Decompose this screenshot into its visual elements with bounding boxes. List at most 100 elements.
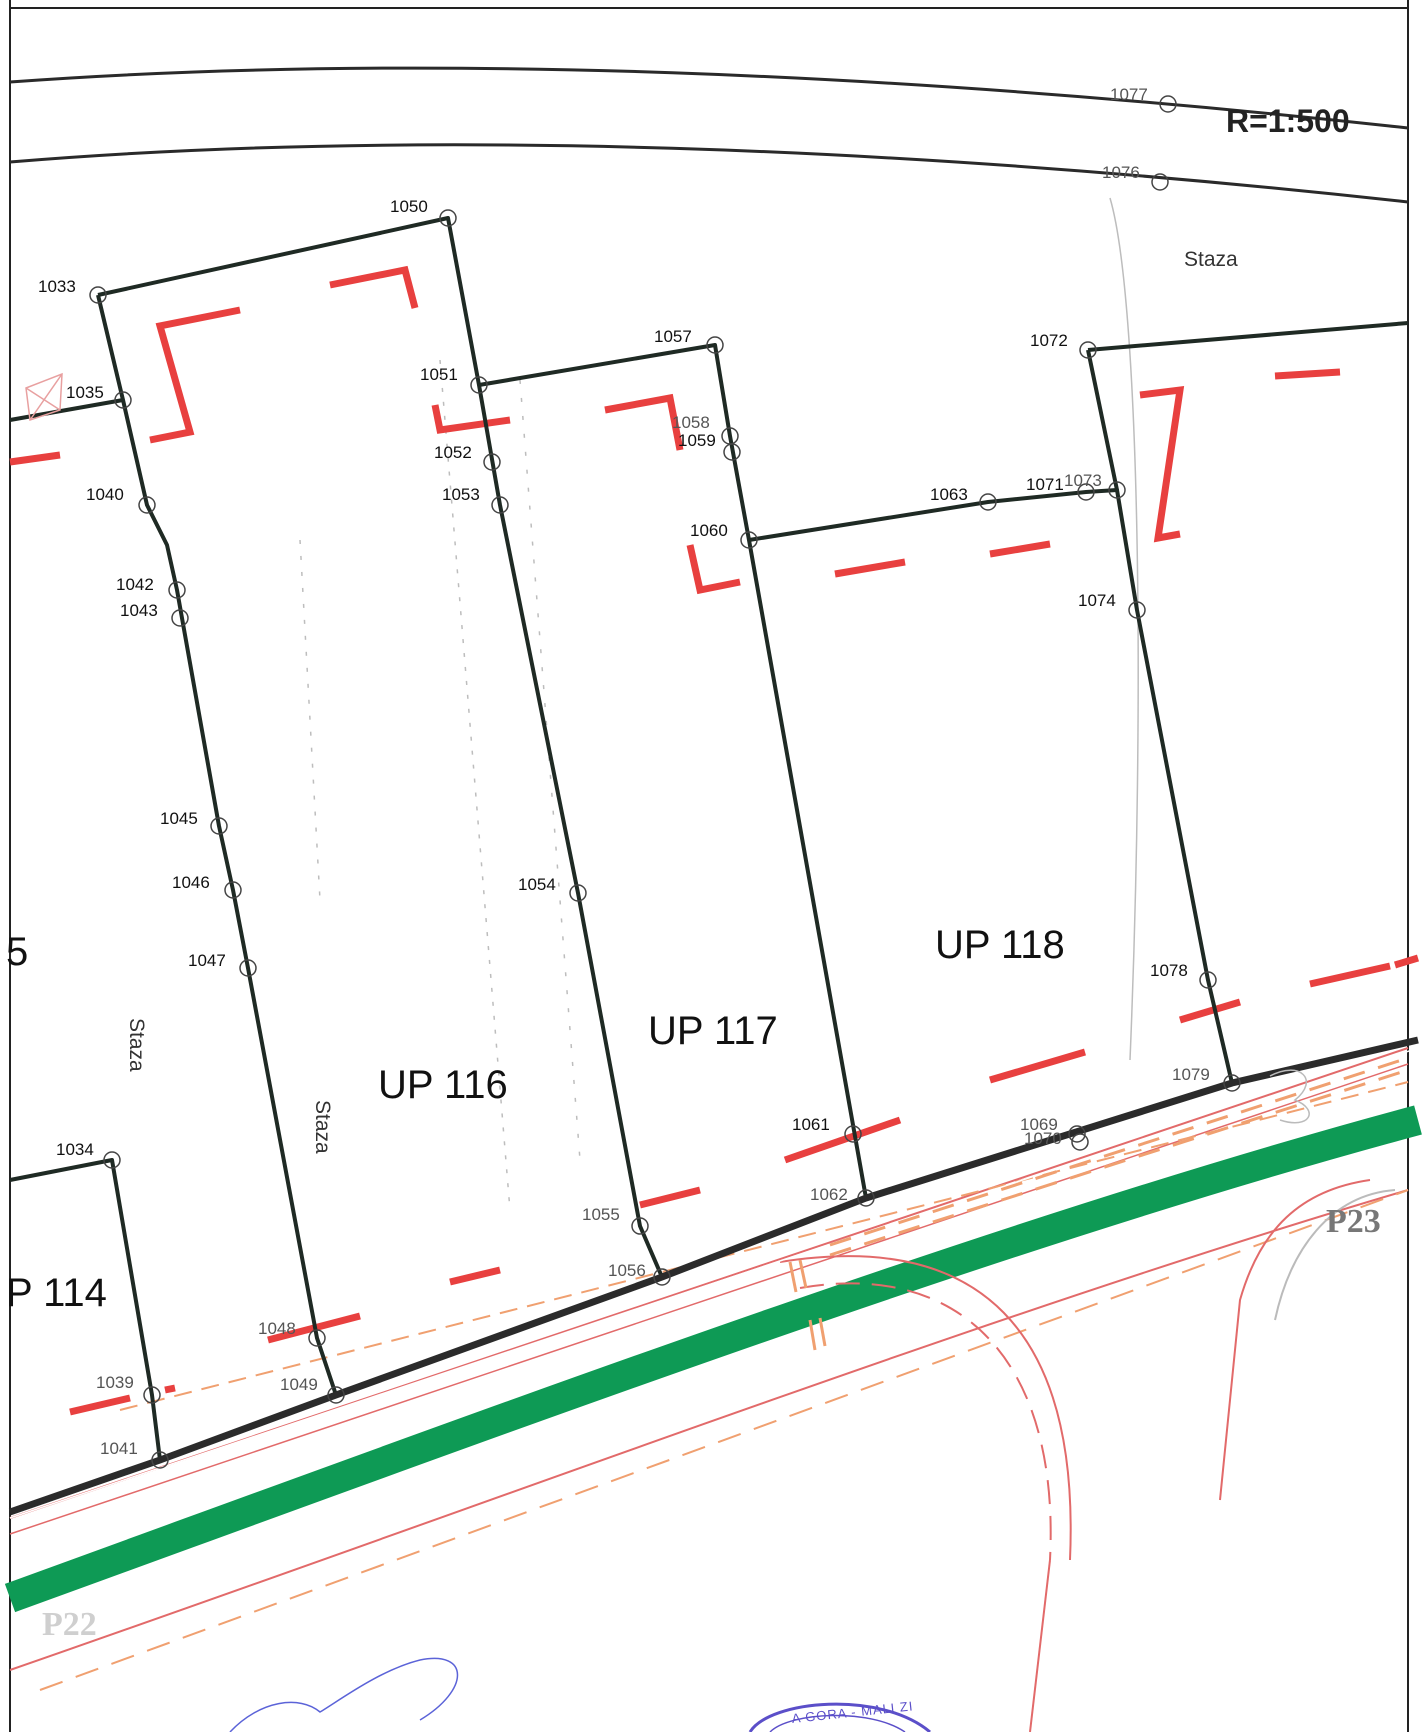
survey-point-1051 [470,376,488,394]
survey-point-label-1041: 1041 [100,1439,138,1458]
survey-point-1047 [239,959,257,977]
survey-point-label-1071: 1071 [1026,475,1064,494]
sketch-marks [229,1069,1310,1732]
survey-point-1055 [631,1217,649,1235]
path-label: Staza [1184,248,1238,271]
survey-point-1073 [1108,481,1126,499]
survey-point-markers [89,95,1241,1469]
zone-label-p22: P22 [42,1606,97,1643]
survey-point-label-1052: 1052 [434,443,472,462]
survey-point-1059 [723,443,741,461]
survey-point-label-1035: 1035 [66,383,104,402]
scale-label: R=1:500 [1226,103,1350,139]
survey-point-label-1046: 1046 [172,873,210,892]
survey-point-label-1074: 1074 [1078,591,1116,610]
survey-point-label-1060: 1060 [690,521,728,540]
survey-point-label-1034: 1034 [56,1140,94,1159]
survey-point-1056 [653,1268,671,1286]
zone-label-p23: P23 [1326,1203,1381,1240]
green-strip [4,1105,1422,1613]
survey-point-label-1050: 1050 [390,197,428,216]
boundary-up114 [9,1158,162,1461]
survey-point-label-1045: 1045 [160,809,198,828]
survey-point-label-1049: 1049 [280,1375,318,1394]
cross-mark [25,372,63,422]
survey-point-1062 [857,1189,875,1207]
survey-point-label-1078: 1078 [1150,961,1188,980]
survey-point-label-1048: 1048 [258,1319,296,1338]
survey-point-label-1056: 1056 [608,1261,646,1280]
survey-point-1043 [171,609,189,627]
survey-point-1078 [1199,971,1217,989]
survey-point-1079 [1223,1074,1241,1092]
survey-point-1072 [1079,341,1097,359]
survey-point-label-1076: 1076 [1102,163,1140,182]
survey-point-1050 [439,209,457,227]
survey-point-label-1040: 1040 [86,485,124,504]
survey-point-label-1033: 1033 [38,277,76,296]
survey-point-1063 [979,493,997,511]
survey-point-label-1055: 1055 [582,1205,620,1224]
survey-point-1045 [210,817,228,835]
survey-point-label-1059: 1059 [678,431,716,450]
stamp: A GORA - MALI ZI [748,1698,931,1732]
survey-point-label-1039: 1039 [96,1373,134,1392]
survey-point-1039 [143,1386,161,1404]
survey-point-1046 [224,881,242,899]
map-frame [9,0,1409,1732]
survey-point-label-1053: 1053 [442,485,480,504]
survey-point-1061 [844,1125,862,1143]
survey-point-label-1057: 1057 [654,327,692,346]
building-lines [9,265,1420,1416]
survey-point-1053 [491,496,509,514]
survey-point-labels: 1033 1034 1035 1039 1040 1041 1042 1043 1045 1046… [38,85,1210,1458]
survey-point-1052 [483,453,501,471]
survey-point-label-1058: 1058 [672,413,710,432]
survey-point-label-1073: 1073 [1064,471,1102,490]
road-markings [829,1056,1409,1257]
survey-point-label-1047: 1047 [188,951,226,970]
survey-point-1040 [138,496,156,514]
parcel-boundaries [9,216,1409,1461]
survey-point-1077 [1159,95,1177,113]
survey-point-label-1070: 1070 [1024,1129,1062,1148]
faint-lines [299,197,1139,1211]
survey-point-1071 [1077,483,1095,501]
survey-point-1034 [103,1151,121,1169]
survey-point-label-1061: 1061 [792,1115,830,1134]
survey-point-label-1051: 1051 [420,365,458,384]
survey-point-1054 [569,884,587,902]
survey-point-label-1054: 1054 [518,875,556,894]
survey-point-label-1069: 1069 [1020,1115,1058,1134]
survey-point-label-1042: 1042 [116,575,154,594]
boundary-up116 [97,216,664,1278]
path-label: Staza [125,1018,148,1072]
top-road-lines [9,66,1409,204]
road-frontage [8,1036,1419,1516]
survey-point-1070 [1071,1133,1089,1151]
boundary-up117 [478,343,868,1199]
survey-point-1042 [168,581,186,599]
survey-point-1048 [308,1329,326,1347]
parcel-label-up117: UP 117 [648,1009,778,1053]
survey-point-1076 [1151,173,1169,191]
survey-point-1069 [1068,1125,1086,1143]
parcel-label-up115: 5 [6,930,28,974]
survey-point-1060 [740,531,758,549]
survey-point-1041 [151,1451,169,1469]
path-label: Staza [311,1100,334,1154]
boundary-right [1086,349,1119,491]
survey-point-1033 [89,286,107,304]
stamp-text: A GORA - MALI ZI [791,1698,914,1726]
survey-point-label-1063: 1063 [930,485,968,504]
survey-point-label-1062: 1062 [810,1185,848,1204]
parcel-label-up116: UP 116 [378,1063,508,1107]
road-ticks [788,1259,827,1351]
survey-point-label-1043: 1043 [120,601,158,620]
survey-point-1035 [114,391,132,409]
boundary-up115-left [96,294,338,1396]
parcel-label-up114: P 114 [6,1271,107,1315]
survey-point-1057 [706,336,724,354]
survey-point-label-1072: 1072 [1030,331,1068,350]
